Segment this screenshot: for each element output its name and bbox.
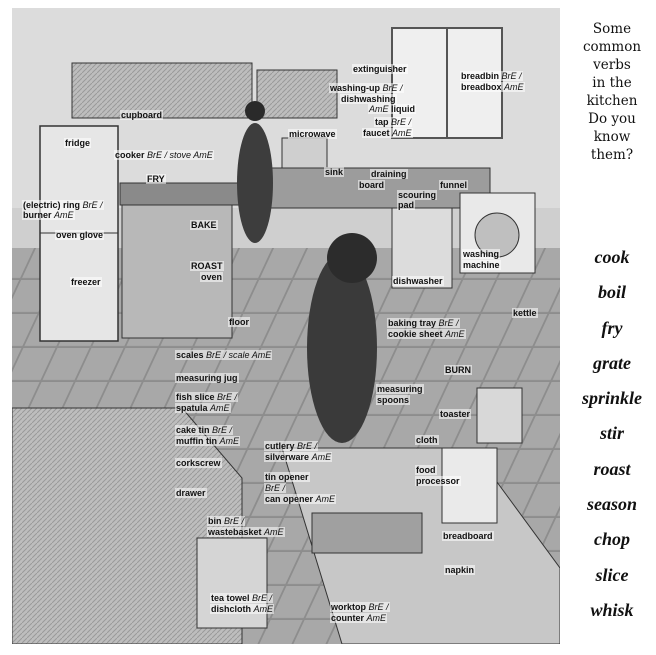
label-oven-glove: oven glove — [55, 230, 105, 240]
label-faucet: faucet AmE — [362, 128, 413, 138]
label-dishwasher: dishwasher — [392, 276, 444, 286]
label-burner: burner AmE — [22, 210, 75, 220]
label-cutlery: cutlery BrE / — [264, 441, 319, 451]
prompt-line: Do you — [588, 111, 636, 127]
label-cupboard: cupboard — [120, 110, 164, 120]
label-bake: BAKE — [190, 220, 218, 230]
verb-item: fry — [601, 317, 623, 338]
label-tap: tap BrE / — [374, 117, 413, 127]
dishwasher-shape — [391, 207, 453, 289]
kitchen-illustration: extinguisher breadbin BrE / breadbox AmE… — [12, 8, 560, 644]
label-ring: (electric) ring BrE / — [22, 200, 104, 210]
label-breadbin: breadbin BrE / — [460, 71, 523, 81]
verbs-prompt: Some common verbs in the kitchen Do you … — [572, 20, 652, 164]
label-spatula: spatula AmE — [175, 403, 231, 413]
label-washing: washing — [462, 249, 501, 259]
kitchen-drawing — [12, 8, 560, 644]
label-dishcloth: dishcloth AmE — [210, 604, 275, 614]
verb-item: cook — [594, 247, 630, 267]
label-machine: machine — [462, 260, 501, 270]
verb-item: slice — [595, 564, 629, 585]
label-spoons: spoons — [376, 395, 411, 405]
label-drawer: drawer — [175, 488, 207, 498]
label-counter: counter AmE — [330, 613, 388, 623]
label-pad: pad — [397, 200, 416, 210]
bin-shape — [196, 537, 268, 629]
verb-item: roast — [593, 458, 631, 479]
verb-item: chop — [594, 529, 630, 550]
label-dishwashing: dishwashing — [340, 94, 397, 104]
verb-list: cook boil fry grate sprinkle stir roast … — [572, 246, 652, 634]
cook-figure — [237, 123, 273, 243]
cooker-top — [119, 182, 241, 206]
label-sink: sink — [324, 167, 345, 177]
label-worktop: worktop BrE / — [330, 602, 390, 612]
label-breadbox: breadbox AmE — [460, 82, 525, 92]
prompt-line: know — [593, 129, 631, 145]
label-tin-opener: tin opener — [264, 472, 310, 482]
verb-item: grate — [593, 352, 631, 373]
prompt-line: common — [582, 39, 642, 55]
prompt-line: Some — [592, 21, 632, 37]
label-washing-up: washing-up BrE / — [329, 83, 404, 93]
microwave-shape — [281, 137, 328, 169]
label-fridge: fridge — [64, 138, 92, 148]
label-scouring: scouring — [397, 190, 438, 200]
label-cooker: cooker BrE / stove AmE — [114, 150, 214, 160]
label-scales: scales BrE / scale AmE — [175, 350, 273, 360]
label-baking-tray: baking tray BrE / — [387, 318, 460, 328]
label-corkscrew: corkscrew — [175, 458, 222, 468]
verb-item: stir — [599, 423, 624, 444]
verb-item: whisk — [590, 599, 634, 620]
label-can-opener: can opener AmE — [264, 494, 337, 504]
label-cloth: cloth — [415, 435, 439, 445]
toaster-shape — [476, 387, 523, 444]
label-bin: bin BrE / — [207, 516, 246, 526]
label-measuring-jug: measuring jug — [175, 373, 239, 383]
label-draining: draining — [370, 169, 408, 179]
sidebar: Some common verbs in the kitchen Do you … — [572, 20, 652, 164]
label-microwave: microwave — [288, 129, 337, 139]
label-silverware: silverware AmE — [264, 452, 333, 462]
label-floor: floor — [228, 317, 250, 327]
label-roast: ROAST — [190, 261, 224, 271]
label-freezer: freezer — [70, 277, 102, 287]
label-food: food — [415, 465, 437, 475]
label-napkin: napkin — [444, 565, 476, 575]
label-processor: processor — [415, 476, 461, 486]
label-extinguisher: extinguisher — [352, 64, 408, 74]
label-liquid: AmE liquid — [368, 104, 417, 114]
verb-item: boil — [597, 282, 626, 303]
label-burn: BURN — [444, 365, 472, 375]
label-breadboard: breadboard — [442, 531, 494, 541]
prompt-line: them? — [590, 147, 634, 163]
label-muffin-tin: muffin tin AmE — [175, 436, 241, 446]
label-fish-slice: fish slice BrE / — [175, 392, 239, 402]
label-cake-tin: cake tin BrE / — [175, 425, 234, 435]
label-toaster: toaster — [439, 409, 472, 419]
label-can-opener-bre: BrE / — [264, 483, 287, 493]
label-fry: FRY — [146, 174, 166, 184]
breadboard-shape — [311, 512, 423, 554]
label-board: board — [358, 180, 386, 190]
prompt-line: in the — [592, 75, 632, 91]
prompt-line: kitchen — [586, 93, 638, 109]
verb-item: sprinkle — [581, 388, 642, 409]
verb-item: season — [586, 494, 637, 515]
label-measuring: measuring — [376, 384, 424, 394]
upper-cupboards-right — [256, 69, 338, 119]
woman-figure — [307, 253, 377, 443]
label-tea-towel: tea towel BrE / — [210, 593, 274, 603]
prompt-line: verbs — [593, 57, 631, 73]
label-funnel: funnel — [439, 180, 468, 190]
label-wastebasket: wastebasket AmE — [207, 527, 285, 537]
label-kettle: kettle — [512, 308, 538, 318]
label-oven: oven — [200, 272, 224, 282]
label-cookie-sheet: cookie sheet AmE — [387, 329, 466, 339]
